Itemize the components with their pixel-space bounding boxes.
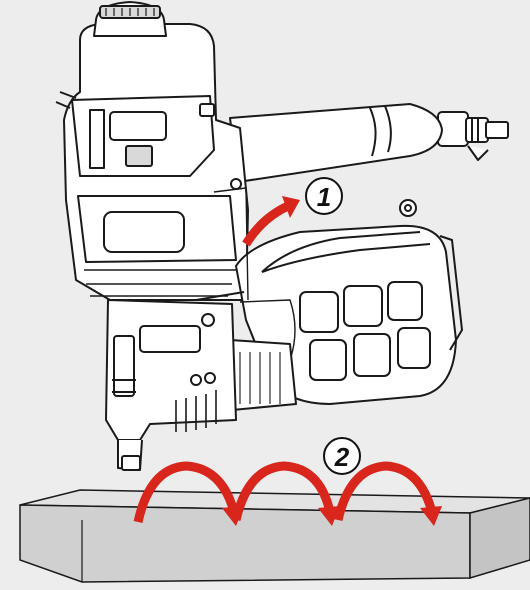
step-2-number: 2 xyxy=(334,442,350,472)
handle xyxy=(229,103,443,183)
step-2-badge: 2 xyxy=(323,437,361,475)
nose-assembly xyxy=(105,299,237,441)
coil-nailer-illustration xyxy=(55,1,509,471)
air-fitting xyxy=(437,111,509,161)
step-1-badge: 1 xyxy=(305,177,343,215)
rotate-arrow-icon xyxy=(242,196,300,247)
step-1-number: 1 xyxy=(317,182,331,212)
wood-board xyxy=(19,489,530,583)
bump-fire-arrow-icon xyxy=(133,461,442,526)
